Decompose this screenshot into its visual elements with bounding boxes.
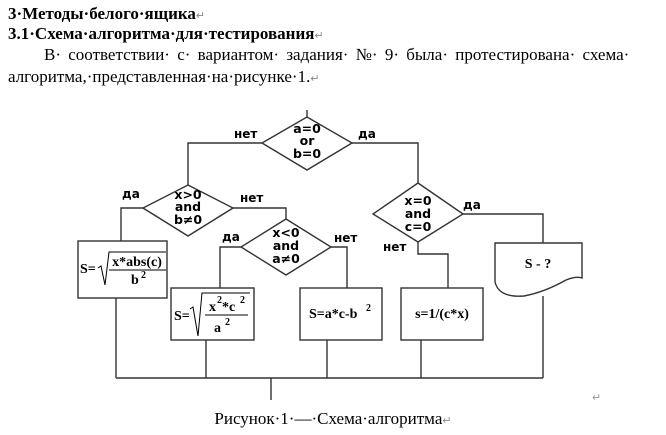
decision-3-yes-label: да: [222, 230, 240, 244]
formula-num-mid: *c: [222, 300, 235, 315]
decision-2-yes-label: да: [122, 187, 140, 201]
connector: [417, 242, 449, 288]
decision-1-shape: [260, 116, 354, 171]
process-3-formula: S=a*c-b: [309, 307, 358, 322]
formula-denominator: b: [131, 273, 139, 288]
decision-2-line-2: and: [175, 199, 201, 214]
decision-1-yes-label: да: [358, 127, 376, 141]
decision-3-line-1: x<0: [272, 225, 300, 240]
decision-2-no-label: нет: [240, 191, 263, 205]
decision-1-no-label: нет: [234, 127, 257, 141]
connector: [120, 207, 143, 241]
connector: [463, 213, 544, 243]
connector: [233, 207, 287, 219]
connector: [219, 246, 241, 288]
output-doc-label: S - ?: [525, 257, 551, 272]
heading-section-3: 3·Методы·белого·ящика↵: [8, 4, 206, 23]
sqrt-sign-icon: [97, 251, 166, 286]
process-4-shape: [400, 287, 484, 341]
formula-prefix: S=: [174, 309, 190, 324]
connector: [352, 142, 419, 183]
decision-1-line-3: b=0: [293, 146, 321, 161]
decision-3-line-2: and: [273, 238, 299, 253]
decision-2-line-3: b≠0: [174, 212, 202, 227]
figure-caption: Рисунок·1·—·Схема·алгоритма↵: [214, 409, 452, 428]
process-4-formula: s=1/(c*x): [415, 307, 469, 322]
paragraph-mark: ↵: [592, 392, 602, 404]
decision-4-yes-label: да: [463, 198, 481, 212]
decision-4-line-2: and: [405, 206, 431, 221]
decision-4-line-1: x=0: [404, 193, 432, 208]
process-3-shape: [299, 287, 383, 341]
decision-1-line-1: a=0: [293, 121, 321, 136]
decision-4-line-3: c=0: [405, 219, 432, 234]
formula-exponent: 2: [141, 270, 146, 281]
decision-3-line-3: a≠0: [272, 251, 300, 266]
connector: [331, 246, 348, 288]
sqrt-sign-icon: [189, 292, 250, 337]
decision-4-no-label: нет: [383, 240, 406, 254]
paragraph-line-2: алгоритма,·представленная·на·рисунке·1.↵: [8, 67, 320, 86]
connector: [187, 142, 262, 185]
formula-prefix: S=: [80, 262, 96, 277]
heading-section-3-1: 3.1·Схема·алгоритма·для·тестирования↵: [8, 24, 324, 43]
process-1-formula: S= x*abs(c) b 2: [80, 251, 166, 288]
formula-numerator: x*abs(c): [112, 255, 162, 270]
formula-exponent: 2: [366, 303, 371, 314]
decision-1-line-2: or: [300, 133, 316, 148]
decision-2-line-1: x>0: [174, 187, 202, 202]
formula-exponent: 2: [217, 295, 222, 306]
formula-denominator: a: [214, 321, 221, 336]
paragraph-line-1: В· соответствии· с· вариантом· задания· …: [44, 45, 630, 64]
output-doc-shape: [494, 242, 583, 297]
process-2-formula: S= x 2 *c 2 a 2: [174, 292, 250, 337]
formula-exponent: 2: [240, 295, 245, 306]
decision-2-shape: [141, 184, 235, 237]
formula-exponent: 2: [225, 317, 230, 328]
decision-3-no-label: нет: [334, 231, 357, 245]
process-2-shape: [170, 287, 255, 341]
decision-3-shape: [239, 218, 333, 276]
formula-num-a: x: [209, 300, 216, 315]
